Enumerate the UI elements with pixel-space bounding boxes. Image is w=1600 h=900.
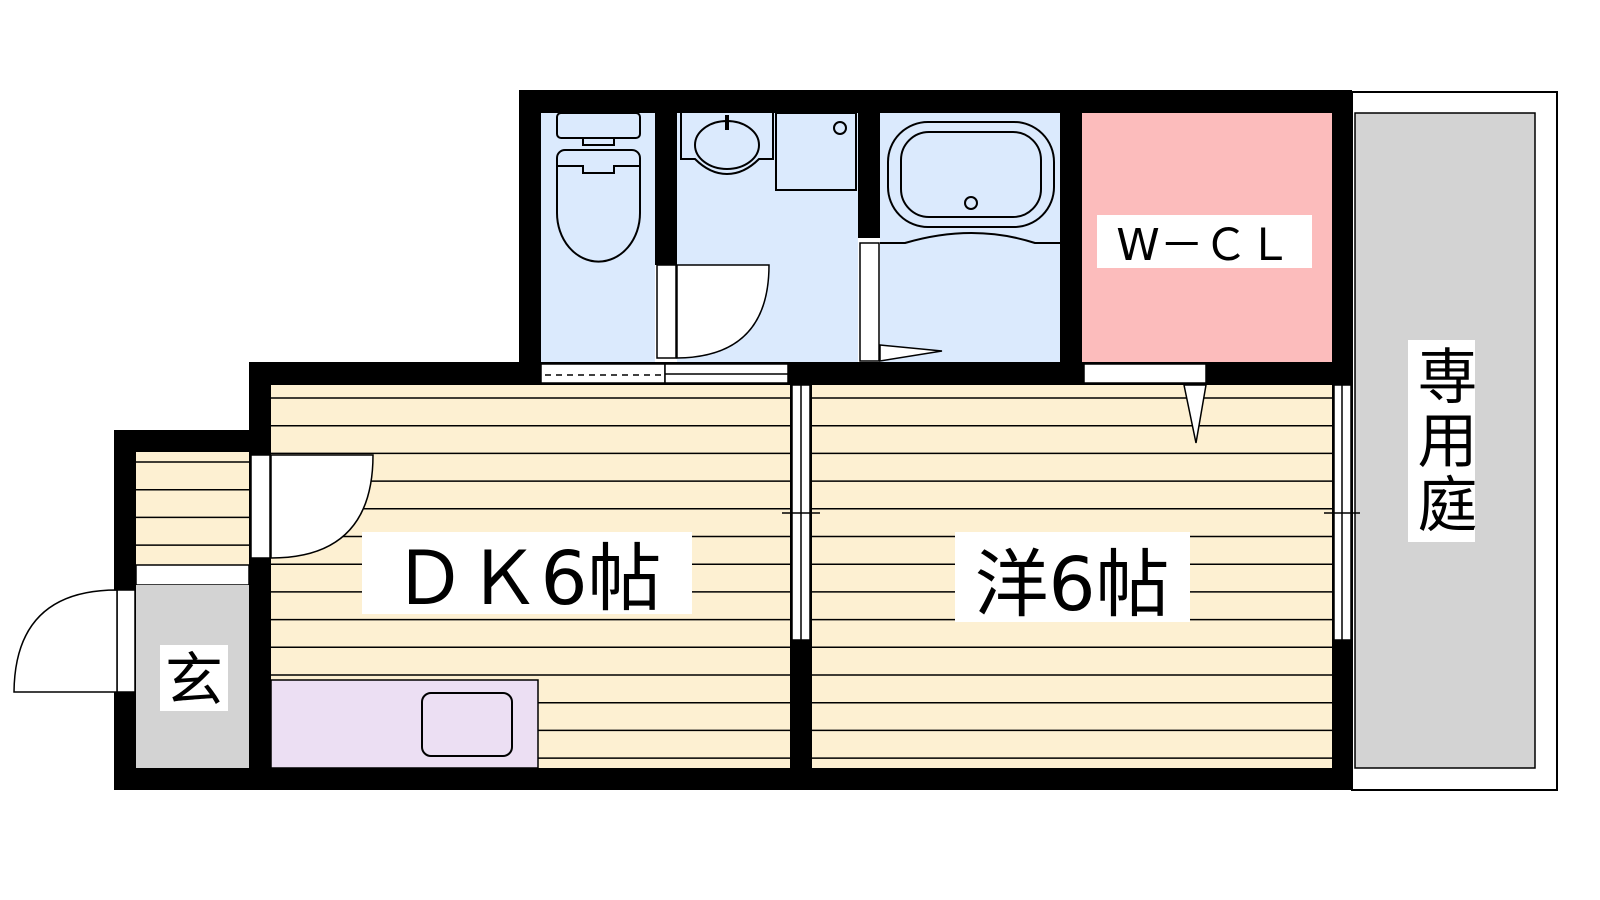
- dk-label: ＤＫ6帖: [362, 532, 692, 622]
- wcl-label: W－ＣＬ: [1097, 215, 1312, 271]
- kitchen-counter: [270, 679, 539, 769]
- western-room-label: 洋6帖: [955, 532, 1190, 628]
- doors: [13, 242, 1360, 693]
- private-garden: [1351, 91, 1558, 791]
- bathroom: [880, 113, 1060, 362]
- bathtub-icon: [880, 121, 1060, 244]
- wcl-label-text: W－ＣＬ: [1116, 220, 1292, 271]
- toilet-room: [541, 113, 655, 362]
- entrance-label-text: 玄: [165, 646, 223, 714]
- dk-label-text: ＤＫ6帖: [392, 536, 661, 622]
- hallway: [136, 452, 249, 565]
- entrance-step: [135, 564, 250, 586]
- western-room-label-text: 洋6帖: [974, 542, 1169, 628]
- garden-label: 専用庭: [1407, 340, 1477, 542]
- entrance-label: 玄: [160, 645, 228, 714]
- sink-icon: [421, 692, 513, 757]
